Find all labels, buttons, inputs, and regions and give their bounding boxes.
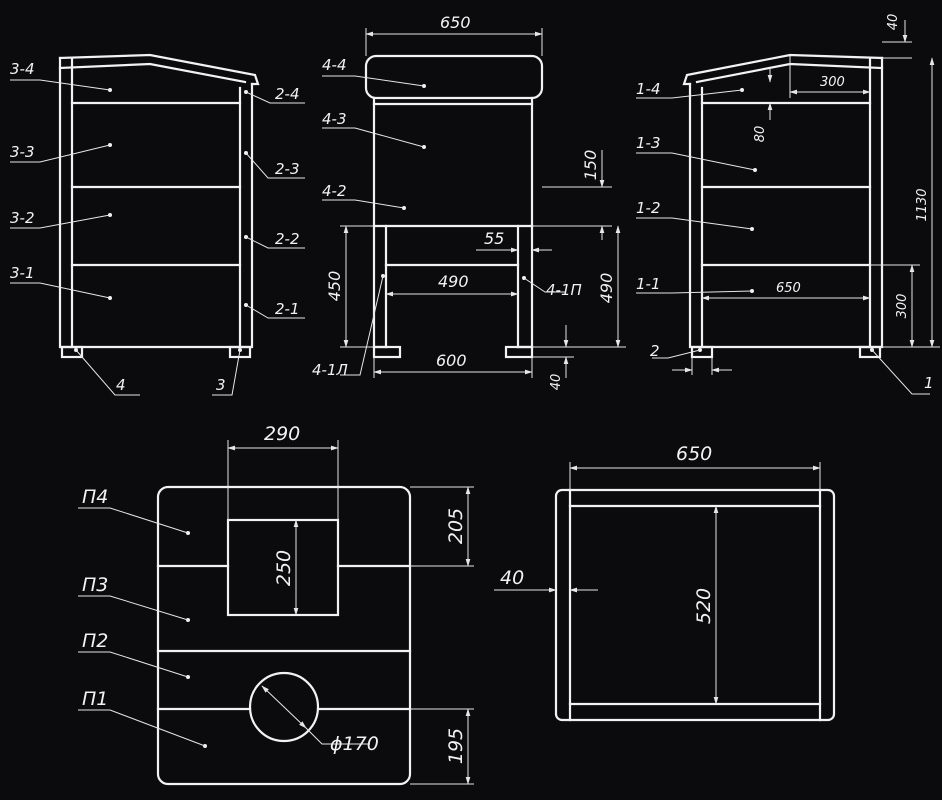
label-2-4: 2-4: [275, 85, 300, 103]
label-foot-4: 4: [116, 376, 126, 394]
label-4-4: 4-4: [322, 56, 347, 74]
label-4-3: 4-3: [322, 110, 347, 128]
label-2-2: 2-2: [275, 230, 300, 248]
label-1-3: 1-3: [636, 134, 661, 152]
dim-front-foot: 40: [549, 374, 564, 391]
dim-top-depth: 520: [693, 588, 715, 624]
label-4-2: 4-2: [322, 182, 347, 200]
dim-front-leg: 55: [484, 229, 504, 248]
dim-panel-top-h: 205: [445, 508, 467, 544]
dim-front-base: 600: [436, 351, 467, 370]
label-4-1P: 4-1П: [546, 281, 582, 299]
label-3-2: 3-2: [10, 209, 35, 227]
label-P4: П4: [82, 486, 108, 508]
front-view: 4-4 4-3 4-2 4-1Л 4-1П 650 150 55 490 450…: [312, 13, 626, 390]
dim-right-bottom-h: 300: [895, 294, 910, 319]
dim-right-roof: 80: [753, 126, 768, 143]
dim-right-overhang: 300: [820, 75, 845, 90]
label-1-4: 1-4: [636, 80, 661, 98]
top-view: 650 520 40: [494, 443, 836, 722]
dim-right-total-h: 1130: [915, 188, 930, 221]
label-3-3: 3-3: [10, 143, 35, 161]
label-P2: П2: [82, 630, 108, 652]
label-2-1: 2-1: [275, 300, 300, 318]
dim-top-rim: 40: [500, 567, 524, 589]
left-side-view: 3-4 3-3 3-2 3-1 2-4 2-3 2-2 2-1 4 3: [10, 53, 305, 396]
dim-right-depth: 650: [776, 281, 801, 296]
label-foot-2: 2: [650, 342, 660, 360]
right-side-view: 1-4 1-3 1-2 1-1 2 1 40 1130 300 80 650 3…: [636, 14, 940, 395]
label-3-4: 3-4: [10, 60, 35, 78]
dim-panel-hole: ϕ170: [330, 733, 379, 755]
label-3-1: 3-1: [10, 264, 35, 282]
label-foot-1: 1: [924, 374, 934, 392]
dim-front-inner-h: 490: [597, 273, 616, 304]
dim-front-inner-w: 490: [438, 272, 469, 291]
panel-view: П4 П3 П2 П1 ϕ170 290 250 205 195: [78, 423, 474, 786]
dim-panel-bottom-h: 195: [445, 728, 467, 764]
dim-panel-opening-h: 250: [273, 550, 295, 586]
label-2-3: 2-3: [275, 160, 300, 178]
dim-right-top-thick: 40: [886, 14, 901, 31]
dim-front-width: 650: [440, 13, 471, 32]
label-P3: П3: [82, 574, 108, 596]
label-foot-3: 3: [216, 376, 226, 394]
label-P1: П1: [82, 688, 108, 710]
label-1-2: 1-2: [636, 199, 661, 217]
label-1-1: 1-1: [636, 275, 661, 293]
dim-panel-opening-w: 290: [264, 423, 300, 445]
dim-front-lower-h: 450: [325, 271, 344, 302]
dim-top-width: 650: [676, 443, 712, 465]
dim-front-top-gap: 150: [581, 150, 600, 181]
label-4-1L: 4-1Л: [312, 361, 348, 379]
